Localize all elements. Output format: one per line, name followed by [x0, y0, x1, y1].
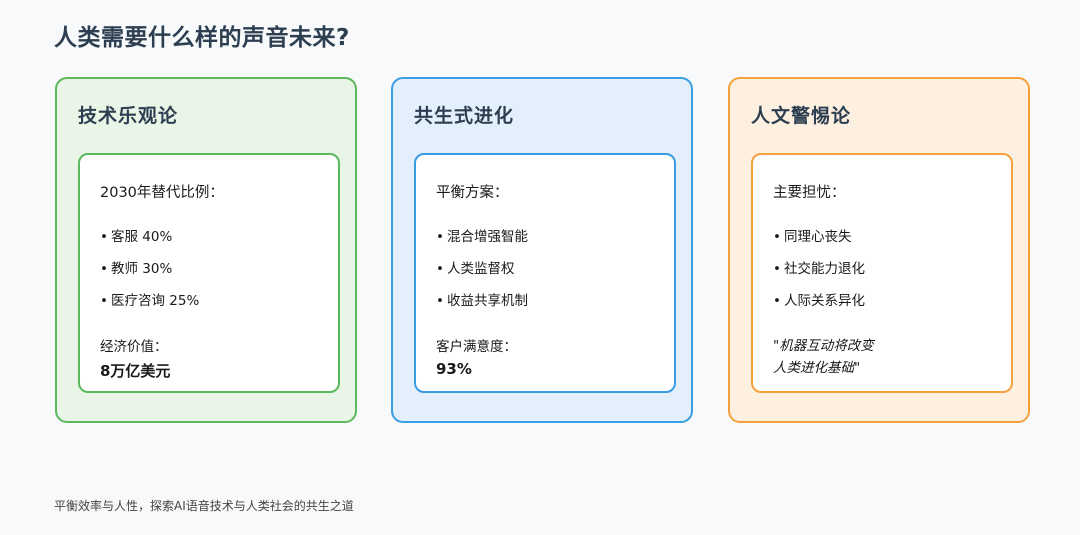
card-tech-optimism: 技术乐观论 2030年替代比例： •客服 40% •教师 30% •医疗咨询 2… [55, 77, 357, 423]
quote-line: 人类进化基础" [773, 360, 861, 376]
card-title: 技术乐观论 [78, 105, 179, 127]
card-inner-panel: 平衡方案： •混合增强智能 •人类监督权 •收益共享机制 客户满意度： 93% [414, 153, 676, 393]
bullet-list: •同理心丧失 •社交能力退化 •人际关系异化 [773, 227, 865, 323]
card-inner-panel: 主要担忧： •同理心丧失 •社交能力退化 •人际关系异化 "机器互动将改变 人类… [751, 153, 1013, 393]
list-item: •人类监督权 [436, 261, 515, 277]
list-item: •混合增强智能 [436, 229, 528, 245]
page-subtitle: 平衡效率与人性，探索AI语音技术与人类社会的共生之道 [54, 499, 354, 513]
list-item: •客服 40% [100, 229, 173, 245]
card-symbiotic-evolution: 共生式进化 平衡方案： •混合增强智能 •人类监督权 •收益共享机制 客户满意度… [391, 77, 693, 423]
bullet-list: •混合增强智能 •人类监督权 •收益共享机制 [436, 227, 528, 323]
economic-value: 8万亿美元 [100, 362, 171, 380]
page-title: 人类需要什么样的声音未来? [54, 25, 350, 51]
quote-line: "机器互动将改变 [773, 338, 874, 354]
quote: "机器互动将改变 人类进化基础" [773, 335, 1003, 379]
list-item: •医疗咨询 25% [100, 293, 200, 309]
panel-heading: 2030年替代比例： [100, 185, 224, 201]
satisfaction-value: 93% [436, 360, 472, 378]
list-item: •社交能力退化 [773, 261, 865, 277]
card-humanist-caution: 人文警惕论 主要担忧： •同理心丧失 •社交能力退化 •人际关系异化 "机器互动… [728, 77, 1030, 423]
list-item: •同理心丧失 [773, 229, 852, 245]
bullet-list: •客服 40% •教师 30% •医疗咨询 25% [100, 227, 199, 323]
panel-heading: 主要担忧： [773, 185, 846, 201]
card-title: 人文警惕论 [751, 105, 852, 127]
card-title: 共生式进化 [414, 105, 515, 127]
satisfaction-label: 客户满意度： [436, 339, 517, 355]
list-item: •教师 30% [100, 261, 173, 277]
card-inner-panel: 2030年替代比例： •客服 40% •教师 30% •医疗咨询 25% 经济价… [78, 153, 340, 393]
economic-value-label: 经济价值： [100, 339, 168, 355]
list-item: •收益共享机制 [436, 293, 528, 309]
list-item: •人际关系异化 [773, 293, 865, 309]
panel-heading: 平衡方案： [436, 185, 509, 201]
